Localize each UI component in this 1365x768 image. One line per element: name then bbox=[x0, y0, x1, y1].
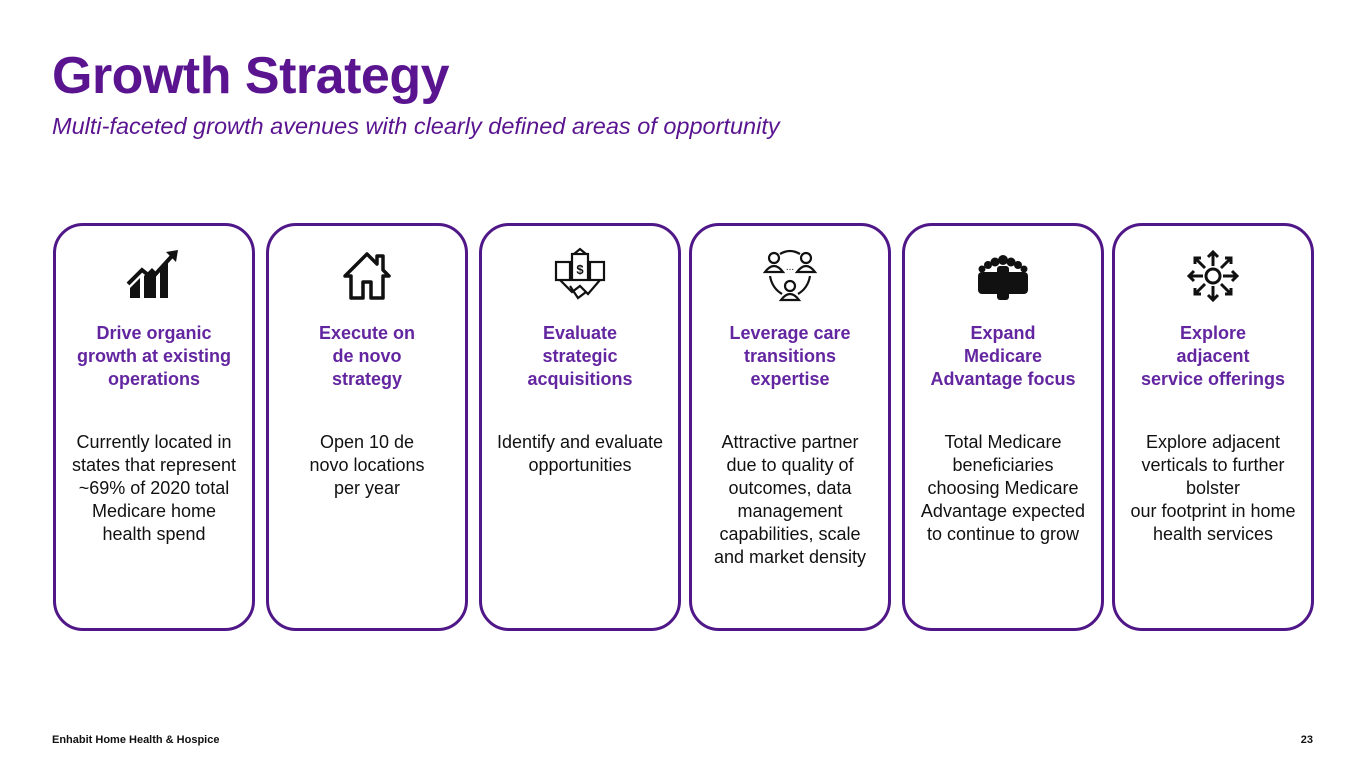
people-network-icon: ... bbox=[760, 246, 820, 306]
card-heading: Execute on de novo strategy bbox=[318, 323, 416, 389]
card-acquisitions: $ Evaluate strategic acquisitions Identi… bbox=[479, 223, 681, 631]
crowd-icon bbox=[973, 246, 1033, 306]
svg-text:$: $ bbox=[576, 262, 584, 277]
card-medicare-advantage: Expand Medicare Advantage focus Total Me… bbox=[902, 223, 1104, 631]
card-body: Explore adjacent verticals to further bo… bbox=[1130, 432, 1296, 544]
card-body: Identify and evaluate opportunities bbox=[496, 432, 664, 475]
card-body: Attractive partner due to quality of out… bbox=[713, 432, 867, 567]
card-heading: Leverage care transitions expertise bbox=[729, 323, 851, 389]
card-adjacent-services: Explore adjacent service offerings Explo… bbox=[1112, 223, 1314, 631]
card-heading: Explore adjacent service offerings bbox=[1140, 323, 1286, 389]
card-heading: Drive organic growth at existing operati… bbox=[76, 323, 231, 389]
house-icon bbox=[337, 246, 397, 306]
card-heading: Evaluate strategic acquisitions bbox=[527, 323, 633, 389]
card-body: Open 10 de novo locations per year bbox=[309, 432, 425, 498]
card-care-transitions: ... Leverage care transitions expertise … bbox=[689, 223, 891, 631]
acquisition-handshake-icon: $ bbox=[550, 246, 610, 306]
page-title: Growth Strategy bbox=[52, 47, 450, 105]
page-subtitle: Multi-faceted growth avenues with clearl… bbox=[52, 113, 780, 139]
expand-arrows-icon bbox=[1183, 246, 1243, 306]
card-de-novo: Execute on de novo strategy Open 10 de n… bbox=[266, 223, 468, 631]
card-heading: Expand Medicare Advantage focus bbox=[930, 323, 1076, 389]
footer-company: Enhabit Home Health & Hospice bbox=[52, 734, 220, 746]
page-number: 23 bbox=[1300, 734, 1313, 746]
svg-text:...: ... bbox=[786, 262, 794, 273]
card-body: Currently located in states that represe… bbox=[71, 432, 237, 544]
growth-chart-icon bbox=[124, 246, 184, 306]
card-body: Total Medicare beneficiaries choosing Me… bbox=[920, 432, 1086, 544]
card-organic-growth: Drive organic growth at existing operati… bbox=[53, 223, 255, 631]
